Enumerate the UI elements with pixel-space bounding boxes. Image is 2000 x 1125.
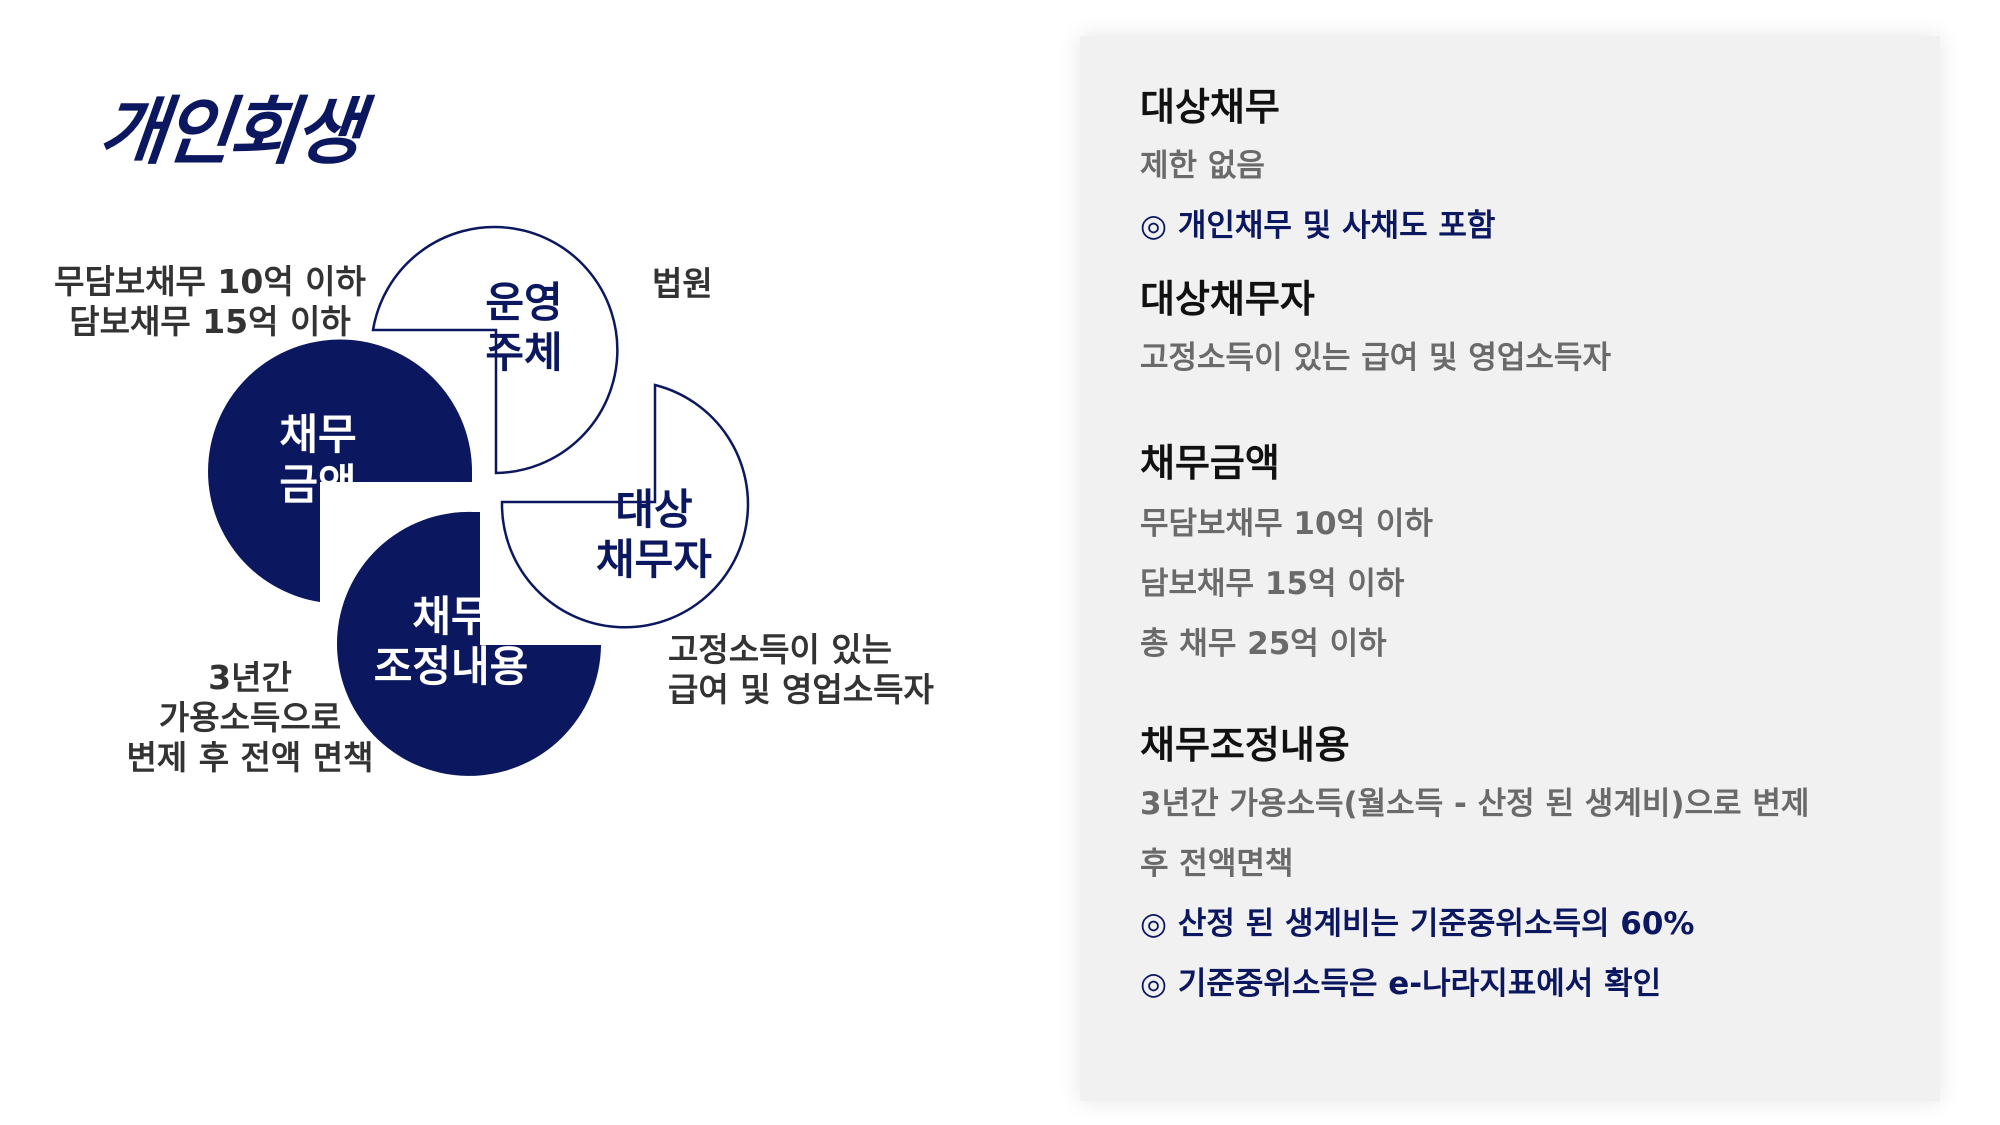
debtor-line-1: 고정소득이 있는 <box>668 630 893 669</box>
debt-limit-line-2: 담보채무 15억 이하 <box>69 302 351 341</box>
petal-target-debtor-label: 대상 채무자 <box>574 485 734 585</box>
petal-adjustment-line-2: 조정내용 <box>373 642 529 691</box>
adjustment-detail-line-1: 3년간 가용소득(월소득 - 산정 된 생계비)으로 변제 <box>1140 786 1810 822</box>
petal-debt-amount-line-1: 채무 <box>279 410 357 459</box>
petal-operator-label: 운영 주체 <box>474 278 574 378</box>
adjustment-line-1: 3년간 <box>208 658 292 697</box>
debtor-label: 고정소득이 있는 급여 및 영업소득자 <box>668 630 934 710</box>
debt-relief-diagram: 운영 주체 채무 금액 대상 채무자 채무 조정내용 무담보채무 10억 이하 … <box>40 225 934 778</box>
petal-target-debtor-line-1: 대상 <box>615 485 693 534</box>
section-title-adjustment: 채무조정내용 <box>1140 723 1350 767</box>
petal-adjustment <box>337 511 601 776</box>
debt-amount-line-3: 총 채무 25억 이하 <box>1140 626 1387 662</box>
section-title-target-debt: 대상채무 <box>1140 85 1280 129</box>
petal-target-debtor <box>500 383 750 629</box>
debt-amount-line-1: 무담보채무 10억 이하 <box>1140 506 1433 542</box>
court-label: 법원 <box>652 264 713 303</box>
target-debt-line: 제한 없음 <box>1140 148 1265 184</box>
section-title-target-debtor: 대상채무자 <box>1140 277 1315 321</box>
petal-adjustment-label: 채무 조정내용 <box>356 592 546 692</box>
target-debt-note: ◎ 개인채무 및 사채도 포함 <box>1140 208 1496 244</box>
section-title-debt-amount: 채무금액 <box>1140 441 1280 485</box>
petal-operator-line-1: 운영 <box>485 278 563 327</box>
petal-debt-amount-label: 채무 금액 <box>268 410 368 510</box>
adjustment-line-3: 변제 후 전액 면책 <box>126 738 374 777</box>
petal-operator <box>371 225 619 475</box>
petal-debt-amount <box>208 339 473 602</box>
adjustment-line-2: 가용소득으로 <box>158 698 342 737</box>
debtor-line-2: 급여 및 영업소득자 <box>668 670 934 709</box>
debt-amount-line-2: 담보채무 15억 이하 <box>1140 566 1405 602</box>
adjustment-note-1: ◎ 산정 된 생계비는 기준중위소득의 60% <box>1140 906 1695 942</box>
petal-debt-amount-line-2: 금액 <box>279 460 357 509</box>
petal-shapes <box>208 225 750 776</box>
petal-operator-line-2: 주체 <box>485 328 563 377</box>
petal-target-debtor-line-2: 채무자 <box>596 535 712 584</box>
debt-limit-line-1: 무담보채무 10억 이하 <box>54 262 366 301</box>
target-debtor-line: 고정소득이 있는 급여 및 영업소득자 <box>1140 340 1611 376</box>
petal-adjustment-line-1: 채무 <box>412 592 490 641</box>
details-panel: 대상채무 제한 없음 ◎ 개인채무 및 사채도 포함 대상채무자 고정소득이 있… <box>1080 36 1940 1101</box>
adjustment-detail-line-2: 후 전액면책 <box>1140 846 1294 882</box>
debt-limit-label: 무담보채무 10억 이하 담보채무 15억 이하 <box>40 262 380 342</box>
adjustment-label: 3년간 가용소득으로 변제 후 전액 면책 <box>110 658 390 778</box>
adjustment-note-2: ◎ 기준중위소득은 e-나라지표에서 확인 <box>1140 966 1662 1002</box>
